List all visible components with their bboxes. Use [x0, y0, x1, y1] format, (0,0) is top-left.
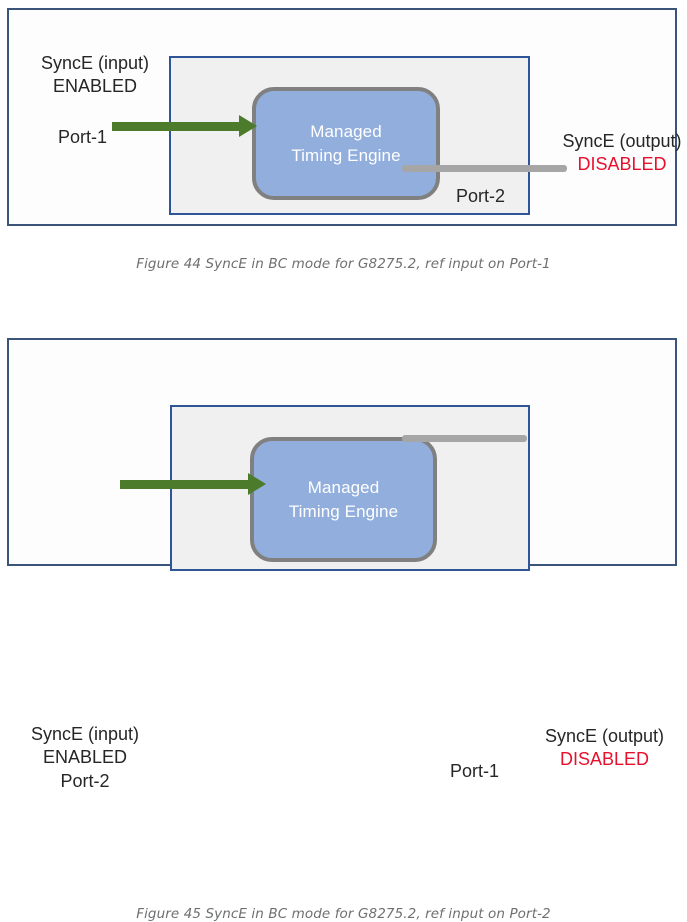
figure-44-managed-timing-engine: Managed Timing Engine — [252, 87, 440, 200]
engine-label-line-1: Managed — [307, 478, 380, 498]
input-state: ENABLED — [42, 747, 128, 768]
engine-label-line-2: Timing Engine — [288, 501, 399, 521]
figure-44-caption: Figure 44 SyncE in BC mode for G8275.2, … — [136, 256, 551, 272]
port-label-text: Port-2 — [456, 186, 506, 206]
figure-45-outer-frame: Managed Timing Engine — [7, 338, 677, 571]
port-label-text: Port-1 — [58, 127, 108, 147]
figure-45-output-label-group: SyncE (output) DISABLED — [527, 725, 682, 772]
figure-45-block: Managed Timing Engine SyncE (input) ENAB… — [0, 320, 687, 922]
engine-label-line-1: Managed — [310, 122, 382, 142]
output-state: DISABLED — [577, 154, 667, 175]
figure-44-input-port-label: Port-1 — [58, 126, 107, 149]
figure-45-output-port-label: Port-1 — [450, 760, 499, 783]
figure-45-managed-timing-engine: Managed Timing Engine — [250, 437, 437, 562]
figure-44-output-label-group: SyncE (output) DISABLED — [561, 130, 683, 177]
figure-44-block: Managed Timing Engine Port-2 SyncE (inpu… — [0, 0, 687, 300]
figure-44-outer-frame: Managed Timing Engine Port-2 — [7, 8, 677, 226]
figure-44-output-port-label: Port-2 — [456, 185, 505, 208]
figure-45-input-label-group: SyncE (input) ENABLED Port-2 — [10, 723, 160, 793]
input-title: SyncE (input) — [40, 53, 150, 73]
figure-45-output-line-icon — [402, 435, 527, 442]
engine-label-line-2: Timing Engine — [291, 145, 401, 165]
figure-45-caption: Figure 45 SyncE in BC mode for G8275.2, … — [136, 906, 551, 922]
figure-44-input-arrow-icon — [112, 115, 257, 137]
output-state: DISABLED — [559, 749, 650, 770]
input-port: Port-2 — [60, 770, 110, 791]
output-title: SyncE (output) — [544, 726, 665, 746]
figure-44-input-label-group: SyncE (input) ENABLED — [25, 52, 165, 99]
output-title: SyncE (output) — [562, 131, 682, 151]
port-label-text: Port-1 — [450, 761, 500, 781]
figure-44-output-line-icon — [402, 165, 567, 172]
input-state: ENABLED — [52, 76, 138, 97]
input-title: SyncE (input) — [30, 724, 140, 744]
figure-45-input-arrow-icon — [120, 473, 266, 495]
